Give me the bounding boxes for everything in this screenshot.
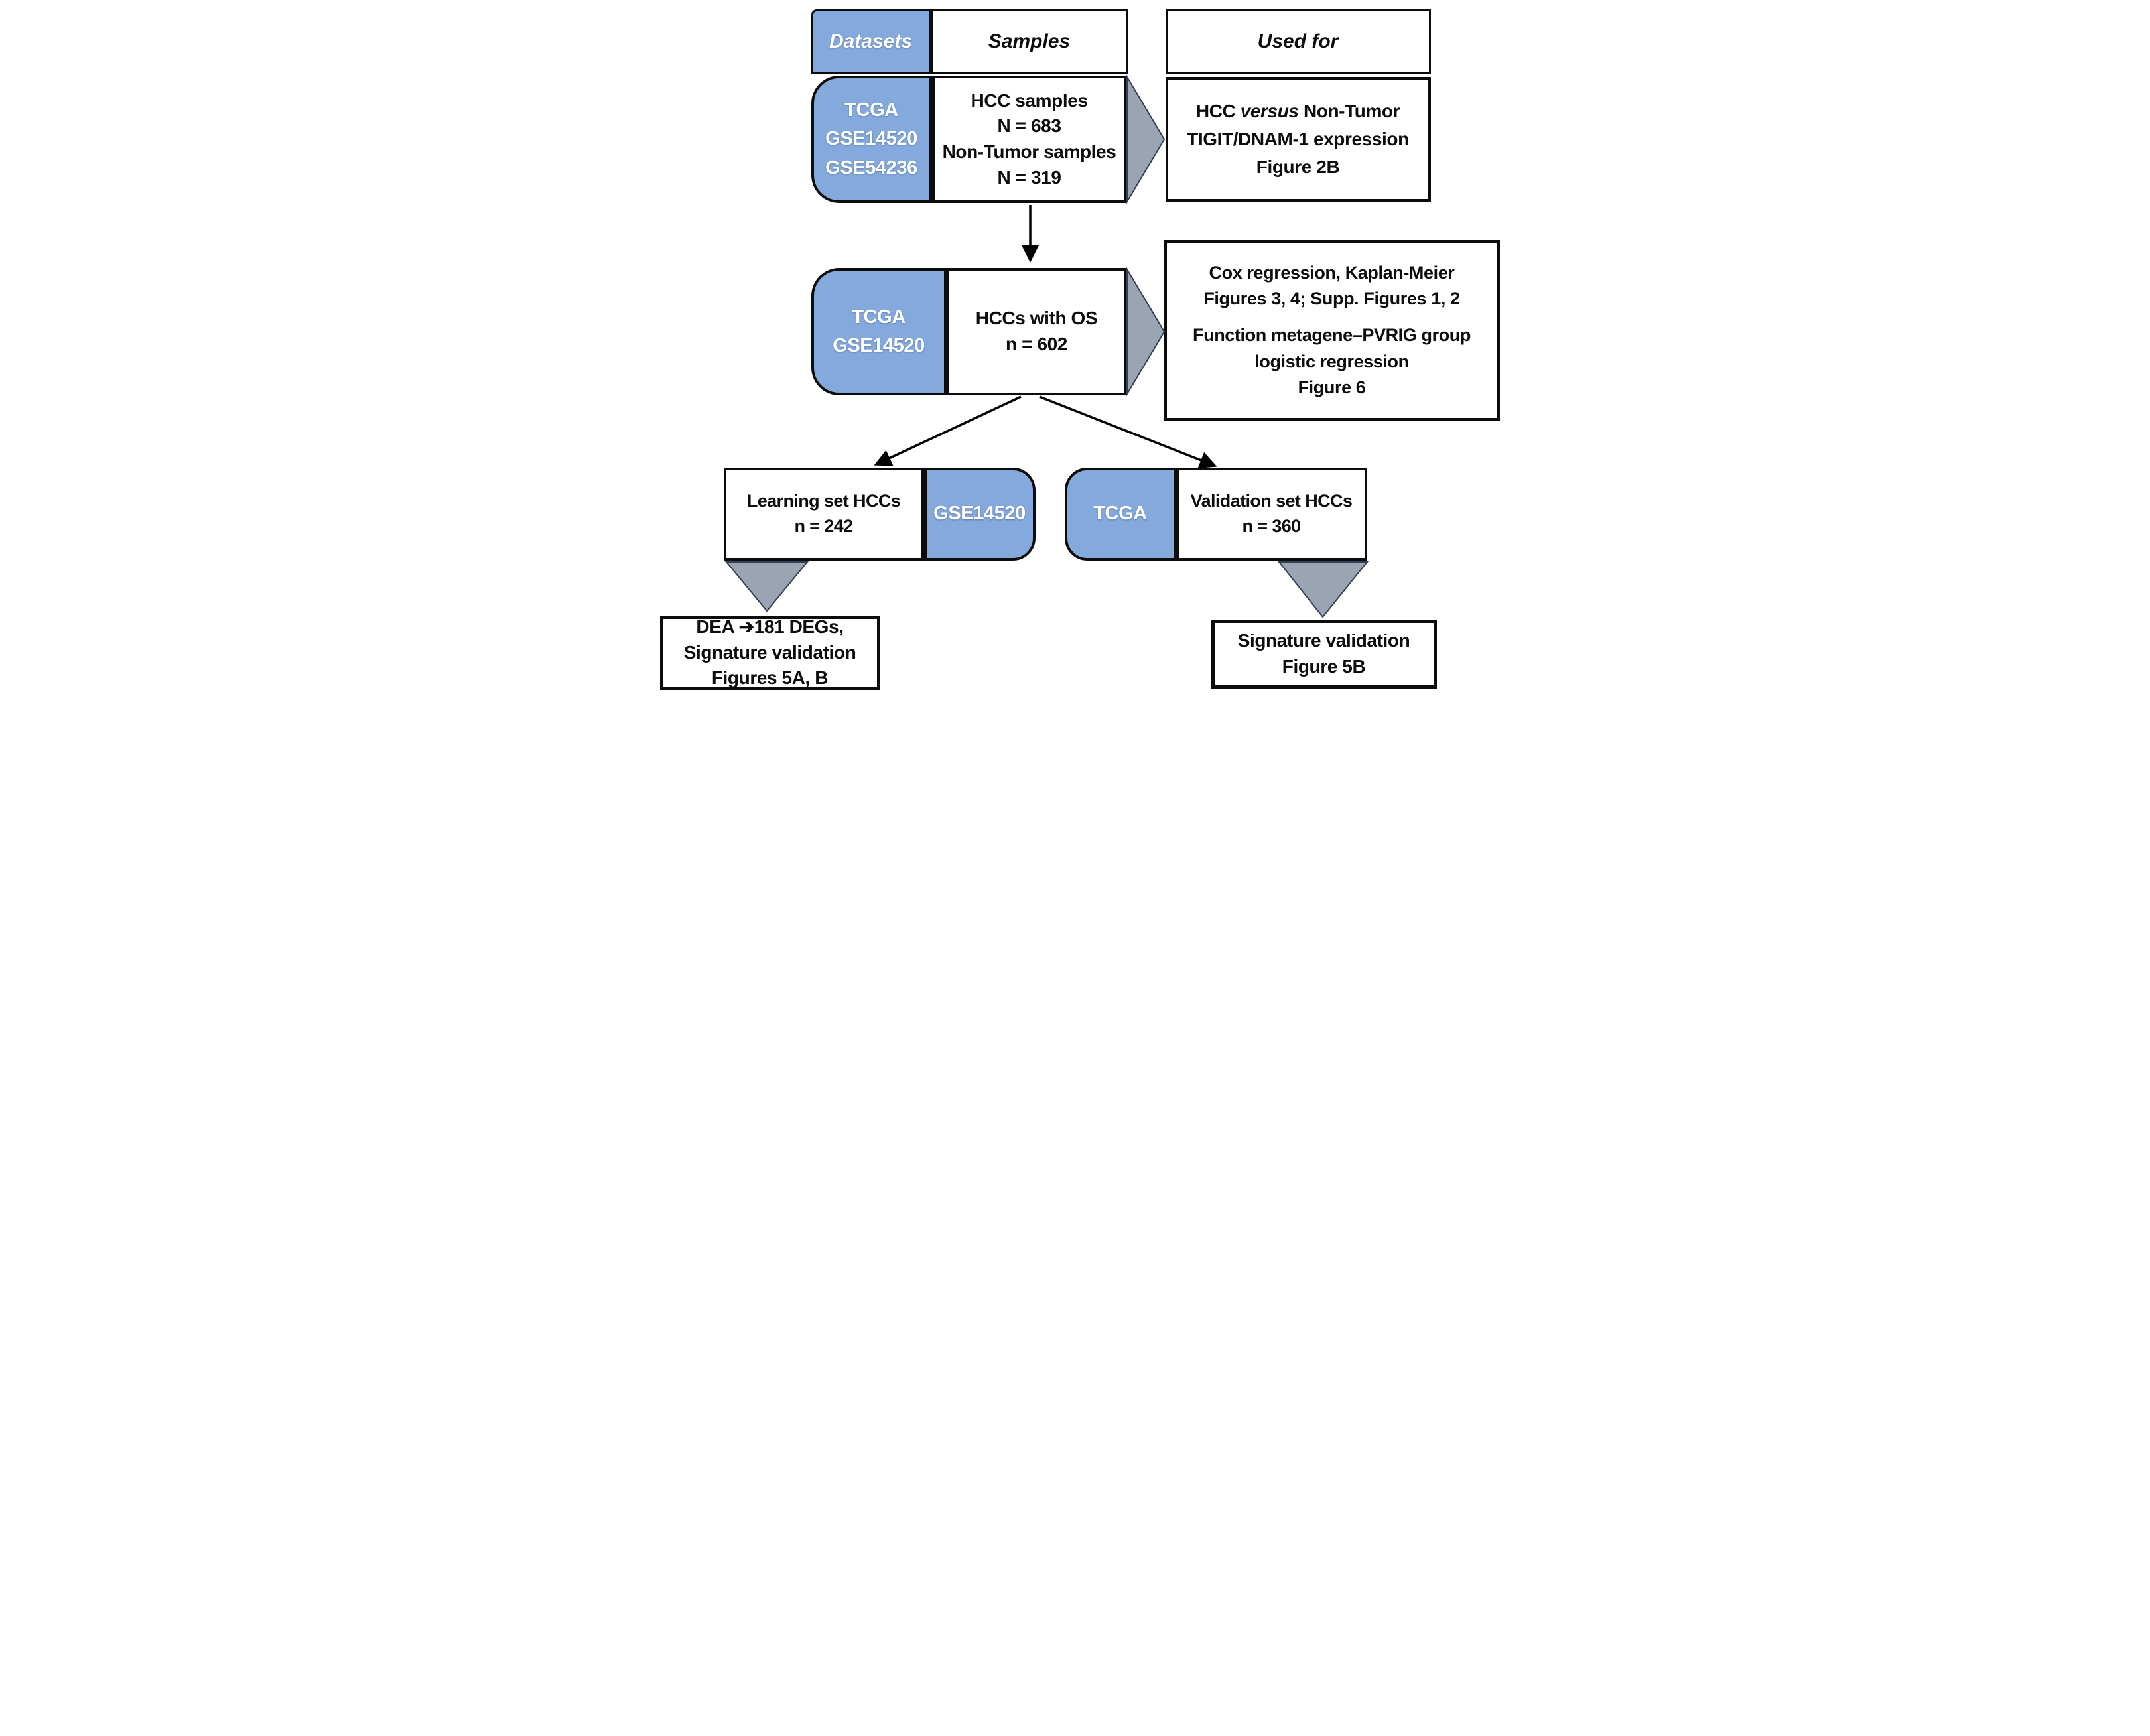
cox-figures-line: Figures 3, 4; Supp. Figures 1, 2 <box>1203 289 1460 309</box>
validation-set-count: n = 360 <box>1242 516 1301 536</box>
row1-uf-post: Non-Tumor <box>1298 101 1400 121</box>
row1-samples-count: N = 683 <box>997 115 1061 137</box>
chevron-right-arrow-row1 <box>1126 74 1165 204</box>
learning-signature-line: Signature validation <box>683 641 856 663</box>
header-datasets-label: Datasets <box>829 31 913 52</box>
row2-samples-count: n = 602 <box>1006 334 1067 354</box>
cox-regression-line: Cox regression, Kaplan-Meier <box>1209 263 1455 283</box>
row2-dataset-gse14520: GSE14520 <box>833 335 925 356</box>
metagene-line: Function metagene–PVRIG group <box>1193 325 1471 346</box>
learning-set-box: Learning set HCCs n = 242 <box>723 468 924 561</box>
learning-outcome-box: DEA ➔181 DEGs, Signature validation Figu… <box>659 616 880 690</box>
row1-uf-pre: HCC <box>1195 101 1241 121</box>
row1-dataset-gse14520: GSE14520 <box>825 128 917 150</box>
validation-set-box: Validation set HCCs n = 360 <box>1176 468 1367 561</box>
validation-signature-line: Signature validation <box>1237 630 1410 651</box>
validation-set-label: Validation set HCCs <box>1190 491 1353 511</box>
triangle-down-validation <box>1277 561 1369 618</box>
header-used-for-label: Used for <box>1257 31 1339 52</box>
figure6-line: Figure 6 <box>1298 377 1366 397</box>
row1-used-for-line2: TIGIT/DNAM-1 expression <box>1187 129 1409 149</box>
logistic-line: logistic regression <box>1254 351 1409 371</box>
row2-samples-box: HCCs with OS n = 602 <box>946 268 1127 395</box>
row1-dataset-gse54236: GSE54236 <box>825 157 917 178</box>
flow-diagram: Datasets Samples Used for TCGA GSE14520 … <box>645 0 1505 695</box>
row1-samples-box: HCC samples N = 683 Non-Tumor samples N … <box>931 76 1127 203</box>
header-samples: Samples <box>930 9 1128 74</box>
dea-degs-line: DEA ➔181 DEGs, <box>696 616 844 637</box>
header-samples-label: Samples <box>988 31 1071 52</box>
triangle-down-learning <box>724 561 809 612</box>
row2-used-for-box: Cox regression, Kaplan-Meier Figures 3, … <box>1164 240 1500 421</box>
header-used-for: Used for <box>1165 9 1431 74</box>
validation-figure-line: Figure 5B <box>1282 656 1366 677</box>
row1-uf-versus: versus <box>1240 101 1299 121</box>
row1-samples-line: HCC samples <box>971 90 1088 111</box>
validation-dataset-pill: TCGA <box>1064 468 1176 561</box>
row1-dataset-tcga: TCGA <box>844 99 898 121</box>
learning-set-count: n = 242 <box>794 516 853 536</box>
row1-used-for-line1: HCC versus Non-Tumor <box>1196 98 1400 125</box>
learning-dataset-pill: GSE14520 <box>923 468 1036 561</box>
row2-datasets-pill: TCGA GSE14520 <box>811 268 947 395</box>
learning-dataset-label: GSE14520 <box>933 503 1026 525</box>
row1-nontumor-line: Non-Tumor samples <box>942 141 1116 162</box>
chevron-right-arrow-row2 <box>1126 267 1165 397</box>
arrow-to-learning-set <box>873 395 1022 466</box>
row1-nontumor-count: N = 319 <box>997 167 1061 188</box>
row1-used-for-figure: Figure 2B <box>1256 157 1340 177</box>
learning-set-label: Learning set HCCs <box>746 491 901 511</box>
validation-outcome-box: Signature validation Figure 5B <box>1211 620 1437 689</box>
row1-datasets-pill: TCGA GSE14520 GSE54236 <box>811 76 932 203</box>
row2-samples-line: HCCs with OS <box>975 308 1098 329</box>
row2-dataset-tcga: TCGA <box>852 306 906 328</box>
validation-dataset-label: TCGA <box>1093 503 1147 525</box>
header-datasets: Datasets <box>811 9 931 74</box>
row1-used-for-box: HCC versus Non-Tumor TIGIT/DNAM-1 expres… <box>1165 77 1431 202</box>
learning-figures-line: Figures 5A, B <box>711 667 829 689</box>
